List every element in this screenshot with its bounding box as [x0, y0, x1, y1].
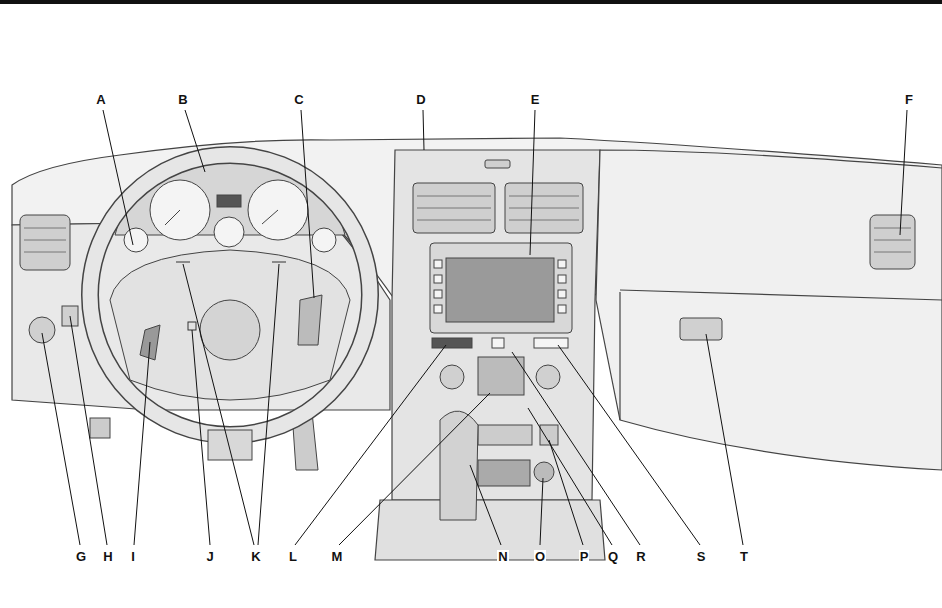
callout-letter: T	[739, 550, 749, 564]
callout-letter: G	[75, 550, 87, 564]
callout-letter: N	[497, 550, 508, 564]
steering-wheel	[90, 155, 370, 460]
navigation-radio	[430, 243, 572, 333]
instrument-panel	[12, 138, 942, 560]
callout-letter: F	[904, 93, 914, 107]
callout-letter: Q	[607, 550, 619, 564]
callout-letter: S	[696, 550, 707, 564]
callout-letter: C	[293, 93, 304, 107]
callout-letter: B	[177, 93, 188, 107]
callout-letter: K	[250, 550, 261, 564]
gear-shifter	[440, 411, 478, 520]
callout-letter: I	[130, 550, 136, 564]
callout-letter: O	[534, 550, 546, 564]
callout-letter: R	[635, 550, 646, 564]
top-rule	[0, 0, 942, 4]
callout-letter: M	[331, 550, 344, 564]
glovebox-handle	[680, 318, 722, 340]
callout-letter: D	[415, 93, 426, 107]
callout-letter: P	[579, 550, 590, 564]
brake-pedal	[90, 418, 110, 438]
callout-letter: A	[95, 93, 106, 107]
callout-letter: H	[102, 550, 113, 564]
headlamp-knob	[29, 317, 55, 343]
callout-letter: J	[205, 550, 214, 564]
callout-letter: E	[530, 93, 541, 107]
callout-letter: L	[288, 550, 298, 564]
leader-lines	[42, 110, 907, 545]
